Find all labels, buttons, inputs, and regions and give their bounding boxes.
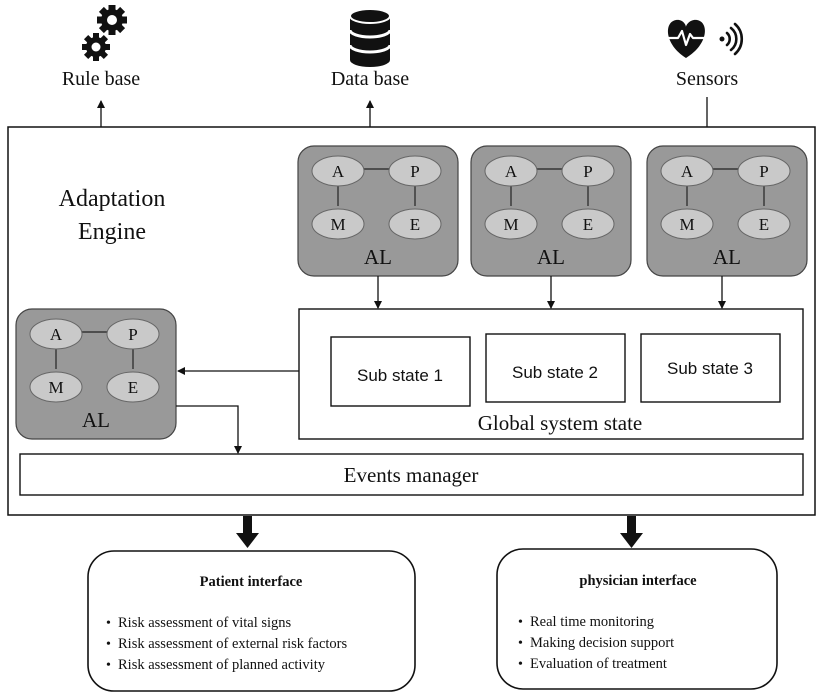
al-block-2: A P M E AL (470, 145, 632, 277)
physician-interface-title: physician interface (579, 573, 697, 589)
al-block-4: A P M E AL (15, 308, 177, 440)
node-a: A (50, 325, 63, 344)
sub-state-3-label: Sub state 3 (667, 359, 753, 378)
node-p: P (759, 162, 768, 181)
node-a: A (681, 162, 694, 181)
events-manager-label: Events manager (344, 463, 479, 487)
bullet: • (106, 637, 111, 652)
bullet: • (106, 658, 111, 673)
patient-item: Risk assessment of vital signs (118, 615, 292, 631)
sensors-label: Sensors (676, 68, 738, 90)
patient-interface-title: Patient interface (200, 574, 303, 590)
al-block-3: A P M E AL (646, 145, 808, 277)
al-label: AL (82, 408, 110, 432)
global-system-state-label: Global system state (478, 411, 642, 435)
bullet: • (518, 615, 523, 630)
node-m: M (679, 215, 694, 234)
database-icon (348, 8, 392, 67)
bullet: • (518, 657, 523, 672)
al-label: AL (537, 245, 565, 269)
physician-item: Real time monitoring (530, 614, 654, 630)
events-manager-box (19, 453, 804, 496)
physician-interface-arrow (620, 516, 643, 548)
sub-state-2-label: Sub state 2 (512, 363, 598, 382)
physician-interface-box (496, 548, 778, 690)
node-p: P (128, 325, 137, 344)
node-a: A (332, 162, 345, 181)
sub-state-3-box (640, 333, 781, 403)
node-m: M (330, 215, 345, 234)
sub-state-2-box (485, 333, 626, 403)
bullet: • (106, 616, 111, 631)
al4-to-events-arrow (176, 405, 242, 454)
node-e: E (128, 378, 138, 397)
engine-title-line2: Engine (78, 219, 146, 245)
al-label: AL (364, 245, 392, 269)
node-p: P (410, 162, 419, 181)
sub-state-1-box (330, 336, 471, 407)
sub-state-1-label: Sub state 1 (357, 366, 443, 385)
node-e: E (759, 215, 769, 234)
node-e: E (583, 215, 593, 234)
node-m: M (48, 378, 63, 397)
rule-base-label: Rule base (62, 68, 140, 90)
patient-item: Risk assessment of external risk factors (118, 636, 347, 652)
engine-title-line1: Adaptation (59, 186, 166, 212)
physician-item: Making decision support (530, 635, 674, 651)
patient-item: Risk assessment of planned activity (118, 657, 326, 673)
heart-pulse-icon (667, 19, 705, 59)
al-label: AL (713, 245, 741, 269)
data-base-label: Data base (331, 68, 409, 90)
node-p: P (583, 162, 592, 181)
al-block-1: A P M E AL (297, 145, 459, 277)
node-a: A (505, 162, 518, 181)
node-m: M (503, 215, 518, 234)
gear-icon (82, 5, 127, 61)
patient-interface-arrow (236, 516, 259, 548)
node-e: E (410, 215, 420, 234)
wireless-signal-icon (719, 22, 744, 56)
patient-interface-box (87, 550, 416, 692)
physician-item: Evaluation of treatment (530, 656, 667, 672)
bullet: • (518, 636, 523, 651)
